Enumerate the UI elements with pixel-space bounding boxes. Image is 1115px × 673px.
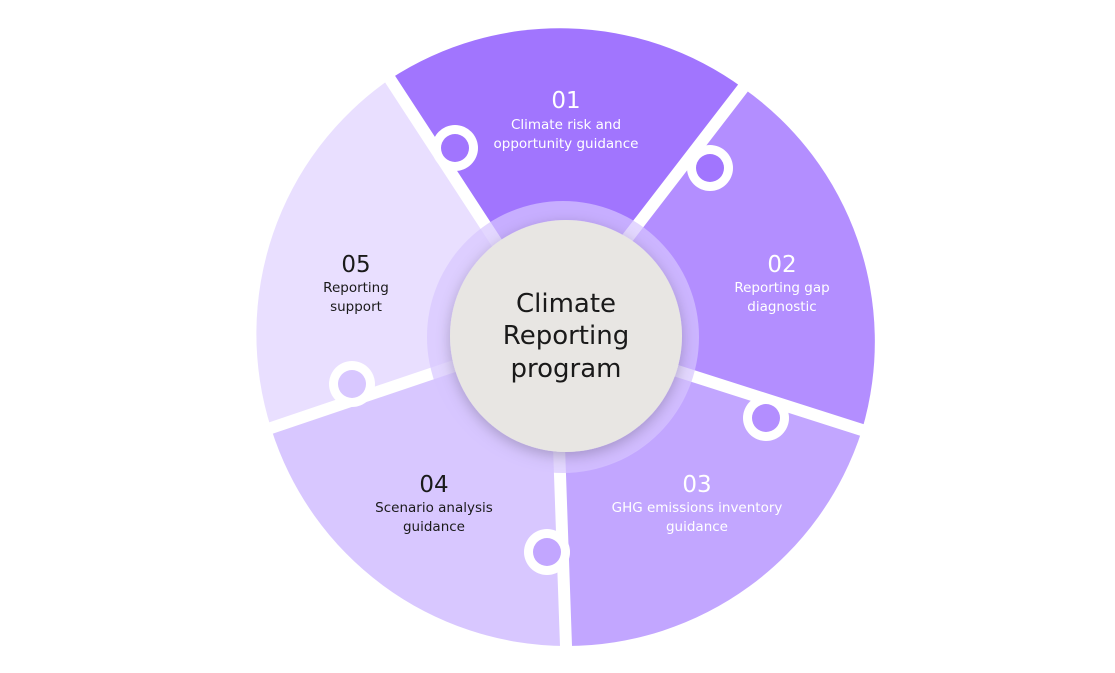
segment-01-label-line2: opportunity guidance xyxy=(494,136,639,152)
segment-03-number: 03 xyxy=(682,472,711,498)
center-title-line3: program xyxy=(511,354,622,384)
center-hub: Climate Reporting program xyxy=(427,201,699,473)
segment-02-number: 02 xyxy=(767,252,796,278)
segment-04-number: 04 xyxy=(419,472,448,498)
segment-02-label-line2: diagnostic xyxy=(747,299,816,315)
segment-05-number: 05 xyxy=(341,252,370,278)
segment-03-label-line1: GHG emissions inventory xyxy=(612,500,783,516)
segment-02-label-line1: Reporting gap xyxy=(734,280,829,296)
segment-01-shape xyxy=(390,28,743,333)
segment-01: 01 Climate risk and opportunity guidance xyxy=(390,28,743,333)
segment-01-number: 01 xyxy=(551,88,580,114)
segment-04-label-line2: guidance xyxy=(403,519,465,535)
puzzle-knob-4 xyxy=(524,529,570,575)
puzzle-knob-2 xyxy=(687,145,733,191)
segment-05-label-line1: Reporting xyxy=(323,280,389,296)
center-title-line1: Climate xyxy=(516,289,616,319)
segment-05-label-line2: support xyxy=(330,299,382,315)
segment-04-label-line1: Scenario analysis xyxy=(375,500,493,516)
puzzle-knob-1 xyxy=(432,125,478,171)
puzzle-knob-5 xyxy=(329,361,375,407)
segment-01-label-line1: Climate risk and xyxy=(511,117,621,133)
segment-03-label-line2: guidance xyxy=(666,519,728,535)
center-title-line2: Reporting xyxy=(503,321,629,351)
center-circle xyxy=(450,220,682,452)
puzzle-knob-3 xyxy=(743,395,789,441)
puzzle-knobs xyxy=(329,125,789,575)
